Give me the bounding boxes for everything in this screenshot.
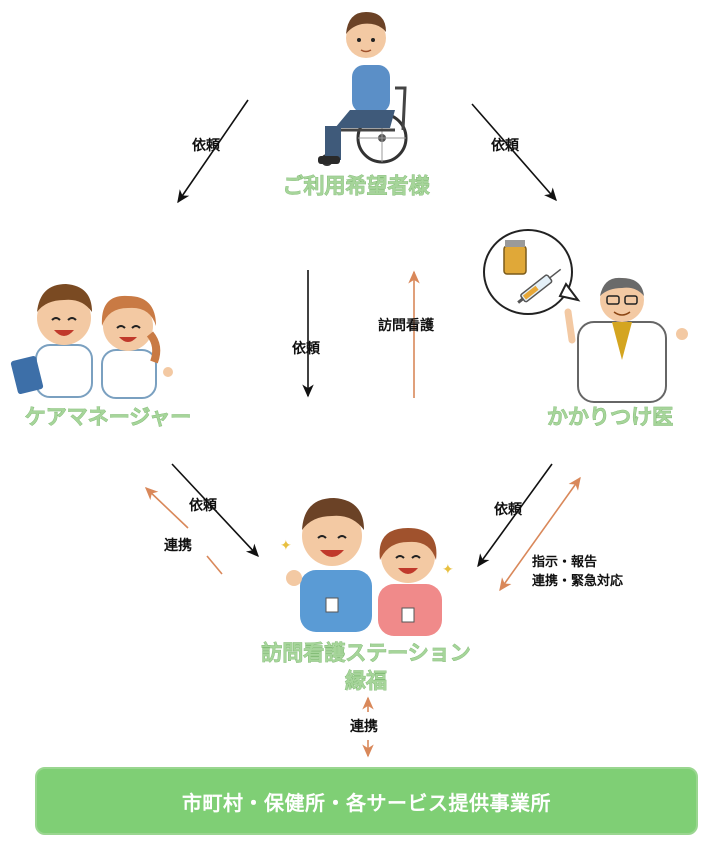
edge-label-request-doctor-to-station: 依頼 [494,501,523,518]
service-providers-banner: 市町村・保健所・各サービス提供事業所 [35,767,698,835]
edge-label-cooperation-emergency: 連携・緊急対応 [532,573,623,589]
medicine-bottle-icon [503,245,527,275]
node-label-user: ご利用希望者様 [283,174,431,198]
edge-label-cooperation-bottom: 連携 [350,718,378,735]
arrow-user-to-doctor [471,103,557,202]
wheelchair-user-illustration [318,12,408,166]
care-managers-illustration [10,284,173,399]
edge-label-request-user-to-doctor: 依頼 [491,137,520,154]
edge-label-request-care-manager-to-station: 依頼 [189,497,218,514]
sparkle-icon: ✦ [280,538,292,554]
edge-label-request-user-to-care-manager: 依頼 [192,137,221,154]
sparkle-icon: ✦ [442,562,454,578]
edge-label-visit-nursing: 訪問看護 [378,317,435,334]
arrows [144,99,581,758]
banner-label: 市町村・保健所・各サービス提供事業所 [182,790,551,815]
arrow-doctor-station-bidirectional [499,476,581,592]
node-label-doctor: かかりつけ医 [547,405,673,429]
node-label-care-manager: ケアマネージャー [25,405,192,429]
arrow-user-to-care-manager [177,99,249,204]
edge-label-request-center: 依頼 [292,340,321,357]
arrow-care-manager-to-station [171,463,259,558]
edge-label-instruction-report: 指示・報告 [532,554,597,570]
syringe-icon [517,268,562,304]
arrow-cooperation-care-manager-b [206,555,223,575]
nurses-illustration: ✦ ✦ [280,498,454,636]
arrow-cooperation-care-manager-a [144,487,189,529]
node-label-station: 訪問看護ステーション [261,641,471,665]
doctor-illustration [483,229,688,403]
node-label-station-name: 縁福 [345,669,387,693]
edge-label-cooperation-care-manager: 連携 [164,537,192,554]
